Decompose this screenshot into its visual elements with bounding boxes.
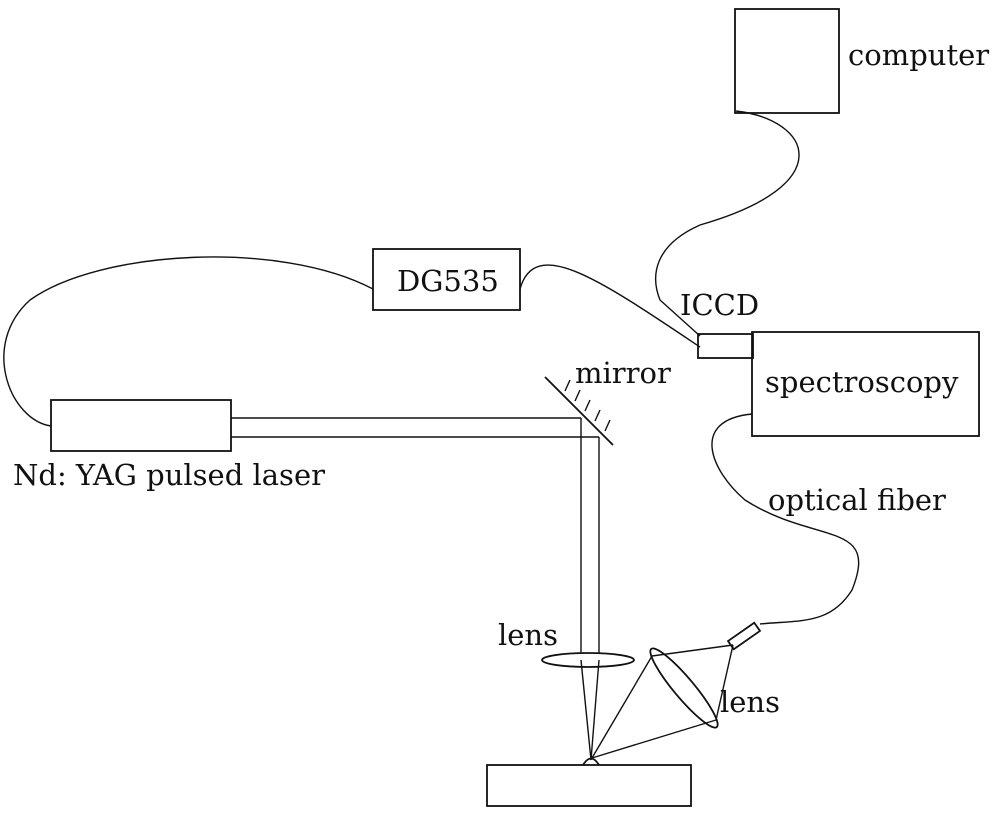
plasma-spot <box>582 757 600 766</box>
collection-ray-4 <box>715 644 734 721</box>
focus-ray-right <box>590 659 600 761</box>
mirror <box>544 376 614 446</box>
dg535-box <box>372 248 521 311</box>
collection-ray-2 <box>591 719 717 759</box>
optical-fiber-cable <box>711 413 860 625</box>
computer-label: computer <box>848 38 989 72</box>
sample-block <box>486 764 692 807</box>
computer-box <box>734 8 840 114</box>
collection-ray-3 <box>651 644 734 657</box>
collection-ray-1 <box>591 655 653 759</box>
dg535-laser-cable <box>3 256 374 427</box>
spectroscopy-label: spectroscopy <box>765 365 959 399</box>
lens-label-upper: lens <box>498 618 558 652</box>
collection-lens <box>649 647 719 729</box>
computer-iccd-cable <box>654 110 800 337</box>
focusing-lens <box>541 652 635 668</box>
laser-label: Nd: YAG pulsed laser <box>13 458 325 492</box>
lens-label-lower: lens <box>720 685 780 719</box>
focus-ray-left <box>580 659 592 761</box>
iccd-box <box>697 333 754 359</box>
mirror-label: mirror <box>575 356 671 390</box>
iccd-label: ICCD <box>680 288 759 322</box>
dg535-label: DG535 <box>397 264 499 298</box>
optical-fiber-label: optical fiber <box>768 483 946 517</box>
fiber-head <box>726 621 762 651</box>
laser-box <box>50 399 232 452</box>
spectroscopy-box <box>751 331 980 437</box>
dg535-iccd-cable <box>519 264 701 348</box>
mirror-hatching <box>564 379 611 432</box>
